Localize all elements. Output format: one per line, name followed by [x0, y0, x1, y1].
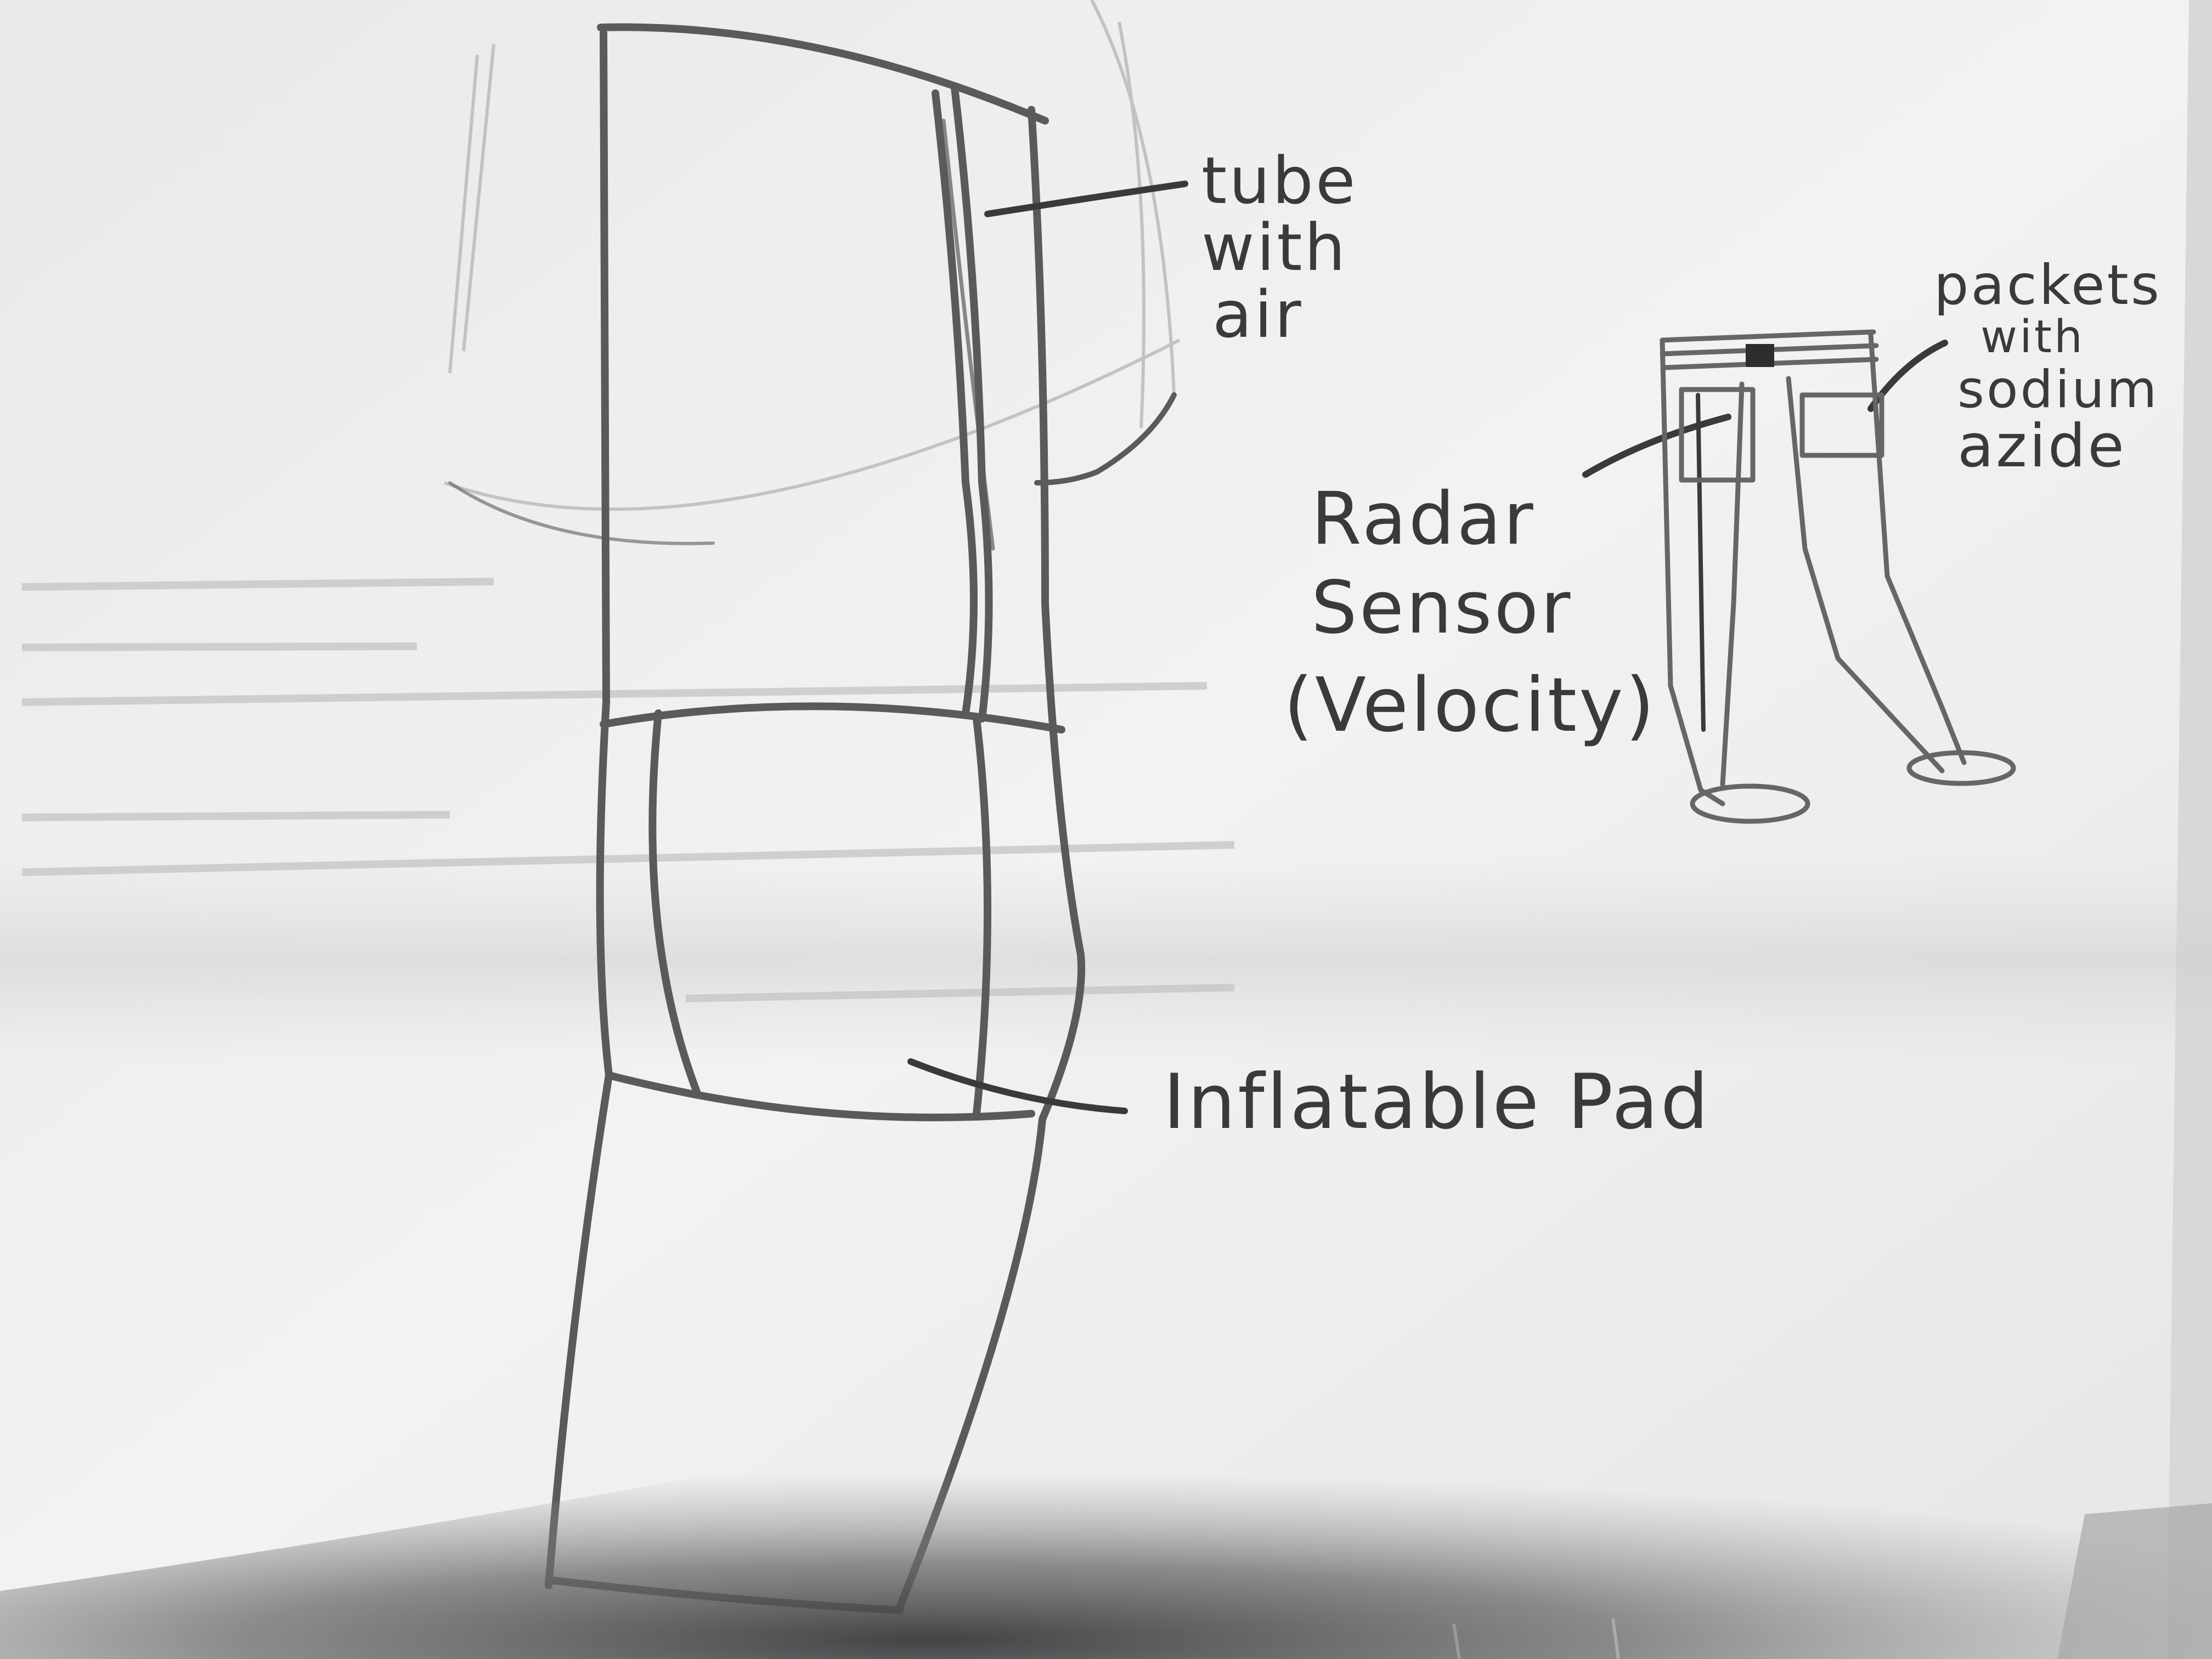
- radar-label-line-3: (Velocity): [1284, 668, 1657, 743]
- radar-label-line-2: Sensor: [1311, 572, 1572, 644]
- packets-label-line-2: with: [1980, 315, 2085, 360]
- tube-label-line-2: with: [1201, 215, 1347, 280]
- packets-label-line-4: azide: [1957, 417, 2126, 476]
- packets-label-line-1: packets: [1934, 258, 2162, 313]
- packets-label-line-3: sodium: [1957, 364, 2159, 416]
- belt-buckle: [1746, 344, 1774, 367]
- tube-label-line-3: air: [1212, 282, 1304, 347]
- inflatable-pad-label: Inflatable Pad: [1163, 1064, 1711, 1140]
- tube-label-line-1: tube: [1201, 148, 1358, 213]
- radar-label-line-1: Radar: [1311, 483, 1536, 555]
